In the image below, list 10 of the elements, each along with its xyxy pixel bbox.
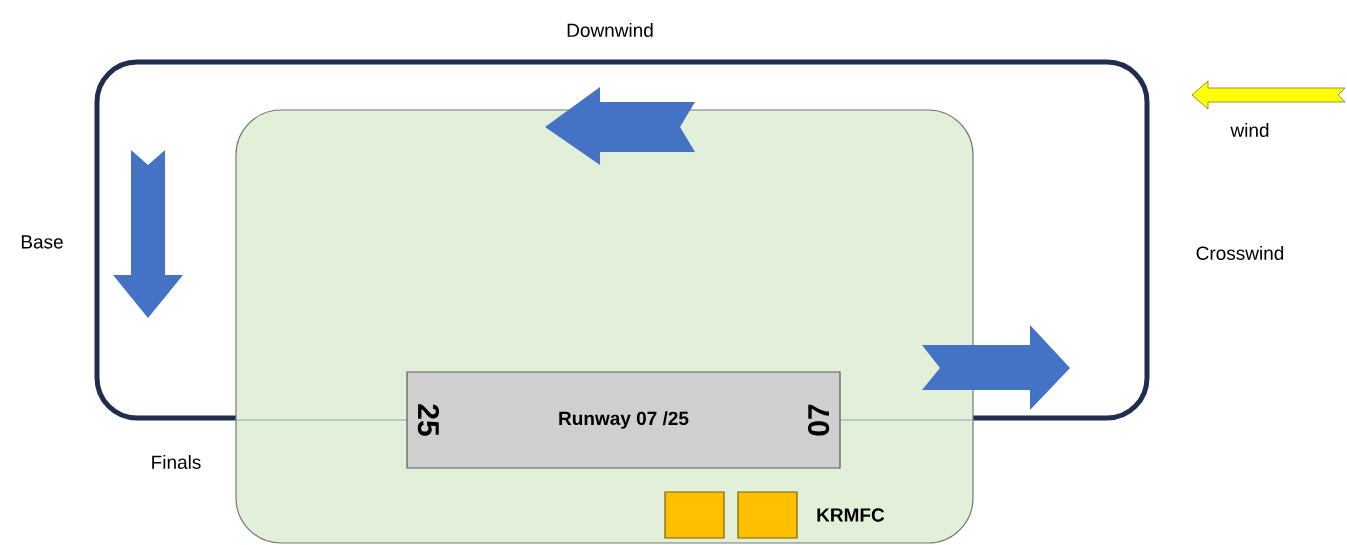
pattern-label: Crosswind bbox=[1196, 246, 1284, 260]
club-label: KRMFC bbox=[817, 508, 885, 522]
runway-number: 07 bbox=[808, 404, 830, 436]
runway-number: 25 bbox=[417, 404, 440, 436]
building-box bbox=[664, 491, 725, 539]
pattern-label: Downwind bbox=[567, 23, 653, 37]
pattern-label: Finals bbox=[152, 455, 201, 469]
pattern-label: wind bbox=[1230, 123, 1269, 137]
pattern-label: Base bbox=[21, 235, 63, 249]
building-box bbox=[737, 491, 798, 539]
